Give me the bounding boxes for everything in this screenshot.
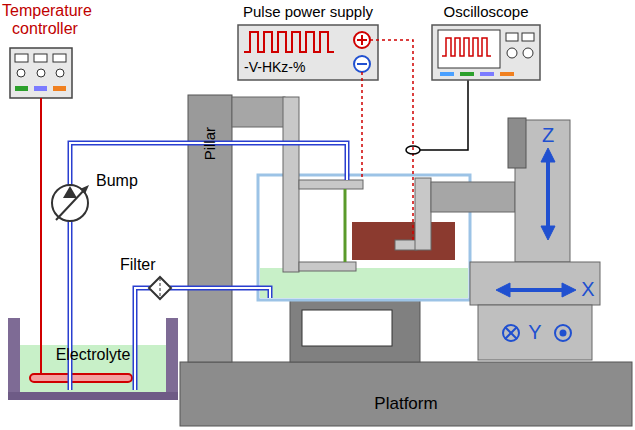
node-text: Electrolyte bbox=[28, 346, 158, 364]
filter-symbol bbox=[149, 277, 171, 299]
z-column-node: Z bbox=[515, 120, 570, 262]
probe-lead bbox=[420, 80, 468, 150]
power-supply-box bbox=[238, 25, 378, 80]
y-stage bbox=[478, 305, 592, 360]
x-arrow bbox=[496, 283, 576, 297]
oscilloscope-box bbox=[432, 25, 540, 80]
filter-label: Filter bbox=[120, 256, 156, 274]
tank-node: Electrolyte bbox=[8, 318, 178, 400]
current-probe bbox=[406, 146, 420, 154]
oscilloscope-node: Oscilloscope bbox=[432, 25, 540, 80]
x-stage-node: X bbox=[470, 262, 600, 305]
node-text: X bbox=[578, 278, 598, 301]
output-wires bbox=[362, 40, 413, 240]
holder-plate bbox=[299, 262, 356, 271]
node-text: Y bbox=[525, 321, 545, 344]
heater-wire bbox=[40, 98, 42, 318]
z-slide bbox=[508, 118, 526, 168]
pillar-arm bbox=[232, 97, 285, 127]
platform-slab bbox=[180, 362, 632, 426]
platform-node: Platform bbox=[180, 362, 632, 426]
anode-clamp bbox=[395, 240, 417, 250]
cell-base bbox=[290, 300, 420, 362]
controller-node: Temperature controller bbox=[10, 48, 72, 98]
base-window bbox=[302, 310, 392, 346]
node-text: -V-HKz-% bbox=[244, 59, 344, 75]
node-text: Platform bbox=[330, 394, 482, 414]
cathode-holder bbox=[283, 97, 299, 272]
node-text: Pillar bbox=[201, 102, 218, 186]
workpiece bbox=[352, 222, 455, 260]
anode-holder bbox=[415, 178, 431, 250]
power-supply-node: Pulse power supply-V-HKz-% bbox=[238, 25, 378, 80]
x-stage bbox=[470, 262, 600, 305]
controller-box bbox=[10, 48, 72, 98]
tank-wall bbox=[8, 318, 20, 400]
pillar-column bbox=[188, 95, 232, 362]
heater-lead bbox=[40, 318, 42, 374]
node-text: Z bbox=[533, 124, 563, 147]
z-arrow bbox=[541, 148, 555, 240]
pump-label: Bump bbox=[96, 172, 138, 190]
heater-rod bbox=[30, 374, 132, 382]
pillar-node: Pillar bbox=[188, 95, 232, 362]
tank-wall bbox=[166, 318, 178, 400]
node-text: Temperature controller bbox=[2, 2, 88, 39]
wire-electrode bbox=[344, 189, 347, 262]
holder-arm bbox=[431, 182, 515, 212]
node-text: Oscilloscope bbox=[426, 3, 546, 20]
pump-symbol bbox=[52, 185, 89, 221]
tank-bottom bbox=[8, 392, 178, 400]
holder-plate bbox=[299, 180, 363, 189]
node-text: Pulse power supply bbox=[232, 3, 384, 20]
y-stage-node: Y bbox=[478, 305, 592, 360]
